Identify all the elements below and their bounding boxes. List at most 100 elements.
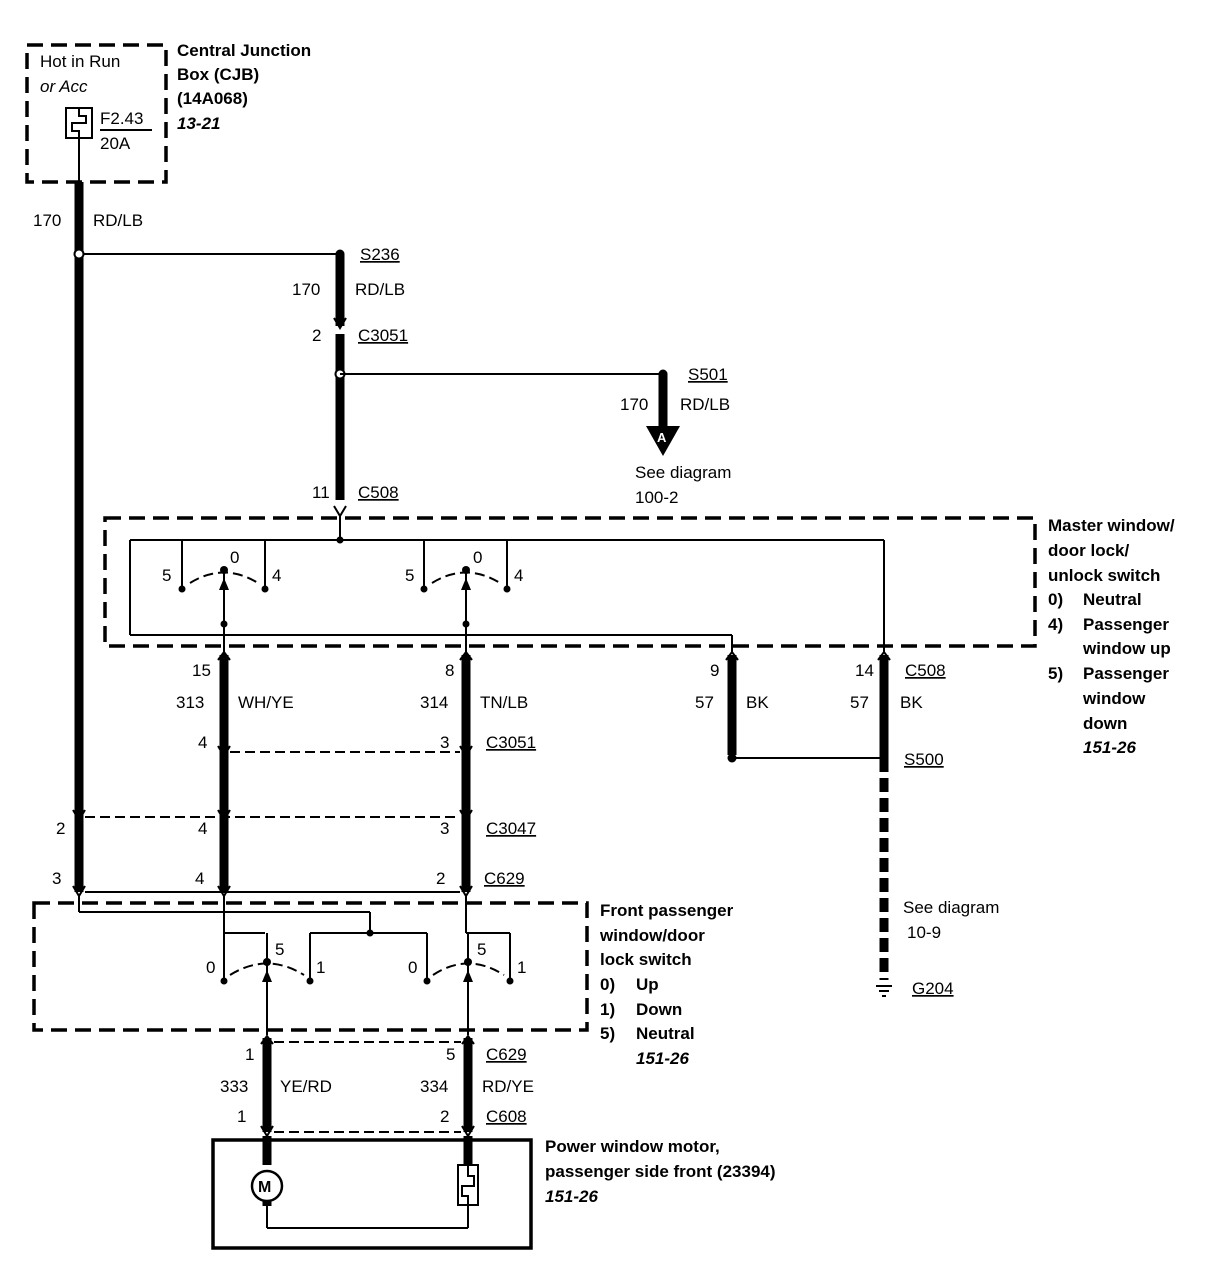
fs-right-pin-0: 0 (408, 958, 417, 977)
wire-170-circuit: 170 (33, 211, 61, 230)
master-switch-box (103, 516, 1037, 648)
ms-state-5-line2: window (1082, 689, 1146, 708)
ms-title-line1: Master window/ (1048, 516, 1175, 535)
front-switch-box (32, 901, 589, 1032)
ms-title-line2: door lock/ (1048, 541, 1130, 560)
motor-icon: M (250, 1169, 284, 1203)
ms-title-line3: unlock switch (1048, 566, 1160, 585)
fs-title-line1: Front passenger (600, 901, 734, 920)
connector-c508-top: C508 (358, 483, 399, 502)
see-diagram-10-9: See diagram (903, 898, 999, 917)
fs-state-5-num: 5) (600, 1024, 615, 1043)
front-switch-legend: Front passenger window/door lock switch … (599, 901, 734, 1068)
c508-pin-11: 11 (312, 483, 330, 502)
cjb-hot-line1: Hot in Run (40, 52, 120, 71)
ms-right-pin-4: 4 (514, 566, 523, 585)
c508-pin-15: 15 (192, 661, 211, 680)
ms-state-0-label: Neutral (1083, 590, 1142, 609)
splice-s500: S500 (904, 750, 944, 769)
ms-left-pin-5: 5 (162, 566, 171, 585)
c508-pin-8: 8 (445, 661, 454, 680)
fs-title-line3: lock switch (600, 950, 692, 969)
ms-right-pin-5: 5 (405, 566, 414, 585)
wire-313-color: WH/YE (238, 693, 294, 712)
wire-170-color: RD/LB (93, 211, 143, 230)
ms-state-4-line2: window up (1082, 639, 1171, 658)
motor-legend: Power window motor, passenger side front… (545, 1137, 776, 1206)
fs-state-0-num: 0) (600, 975, 615, 994)
ref-10-9: 10-9 (907, 923, 941, 942)
c508-pin-9: 9 (710, 661, 719, 680)
splice-s236: S236 (360, 245, 400, 264)
motor-internals: M (250, 1136, 479, 1229)
fs-state-1-num: 1) (600, 1000, 615, 1019)
wire-170-mid-circuit: 170 (292, 280, 320, 299)
fuse-icon (65, 107, 93, 139)
ms-state-4-line1: Passenger (1083, 615, 1169, 634)
ms-state-5-num: 5) (1048, 664, 1063, 683)
connector-c3047: C3047 (486, 819, 536, 838)
wire-170-s501-circuit: 170 (620, 395, 648, 414)
wire-170-s501-color: RD/LB (680, 395, 730, 414)
fs-state-0-label: Up (636, 975, 659, 994)
front-switch-internals: 0 5 1 0 5 1 (78, 896, 526, 1035)
motor-symbol: M (258, 1179, 271, 1196)
wire-314-color: TN/LB (480, 693, 528, 712)
wire-57-right-circuit: 57 (850, 693, 869, 712)
master-switch-legend: Master window/ door lock/ unlock switch … (1048, 516, 1175, 757)
c608-pin-1: 1 (237, 1107, 246, 1126)
wire-57-left-color: BK (746, 693, 769, 712)
motor-title-line1: Power window motor, (545, 1137, 720, 1156)
fs-ref: 151-26 (636, 1049, 689, 1068)
cjb-fuse-amp: 20A (100, 134, 131, 153)
c629-top-pin-2: 2 (436, 869, 445, 888)
cjb-name-line1: Central Junction (177, 41, 311, 60)
c3047-pin-4: 4 (198, 819, 207, 838)
ground-icon (876, 985, 892, 997)
central-junction-box: Hot in Run or Acc F2.43 20A Central Junc… (25, 41, 311, 184)
ref-100-2: 100-2 (635, 488, 678, 507)
fs-state-1-label: Down (636, 1000, 682, 1019)
connector-c508-right: C508 (905, 661, 946, 680)
cjb-hot-line2: or Acc (40, 77, 88, 96)
motor-box (211, 1138, 533, 1250)
fs-left-pin-0: 0 (206, 958, 215, 977)
fs-right-pin-1: 1 (517, 958, 526, 977)
ms-left-pin-0: 0 (230, 548, 239, 567)
wire-314-circuit: 314 (420, 693, 448, 712)
wire-334-color: RD/YE (482, 1077, 534, 1096)
connector-c629-bottom: C629 (486, 1045, 527, 1064)
wire-57-right-color: BK (900, 693, 923, 712)
wire-313-circuit: 313 (176, 693, 204, 712)
c629-top-pin-4: 4 (195, 869, 204, 888)
connector-c629-top: C629 (484, 869, 525, 888)
c3047-pin-2: 2 (56, 819, 65, 838)
motor-ref: 151-26 (545, 1187, 598, 1206)
fs-left-pin-5: 5 (275, 940, 284, 959)
ms-state-0-num: 0) (1048, 590, 1063, 609)
arrow-a-icon: A (646, 426, 680, 456)
c508-pin-14: 14 (855, 661, 874, 680)
wire-333-color: YE/RD (280, 1077, 332, 1096)
fs-title-line2: window/door (599, 926, 705, 945)
see-diagram-100-2: See diagram (635, 463, 731, 482)
wire-170-mid-color: RD/LB (355, 280, 405, 299)
ground-g204: G204 (912, 979, 954, 998)
cjb-name-line3: (14A068) (177, 89, 248, 108)
cjb-name-line2: Box (CJB) (177, 65, 259, 84)
ms-state-4-num: 4) (1048, 615, 1063, 634)
fs-state-5-label: Neutral (636, 1024, 695, 1043)
ms-state-5-line1: Passenger (1083, 664, 1169, 683)
ms-state-5-line3: down (1083, 714, 1127, 733)
ms-right-pin-0: 0 (473, 548, 482, 567)
wire-334-circuit: 334 (420, 1077, 448, 1096)
ms-ref: 151-26 (1083, 738, 1136, 757)
motor-breaker-icon (457, 1164, 479, 1206)
c629-top-pin-3: 3 (52, 869, 61, 888)
c3051-pin-3: 3 (440, 733, 449, 752)
c3051-pin-2: 2 (312, 326, 321, 345)
fs-right-pin-5: 5 (477, 940, 486, 959)
c3051-pin-4: 4 (198, 733, 207, 752)
c629-bot-pin-5: 5 (446, 1045, 455, 1064)
